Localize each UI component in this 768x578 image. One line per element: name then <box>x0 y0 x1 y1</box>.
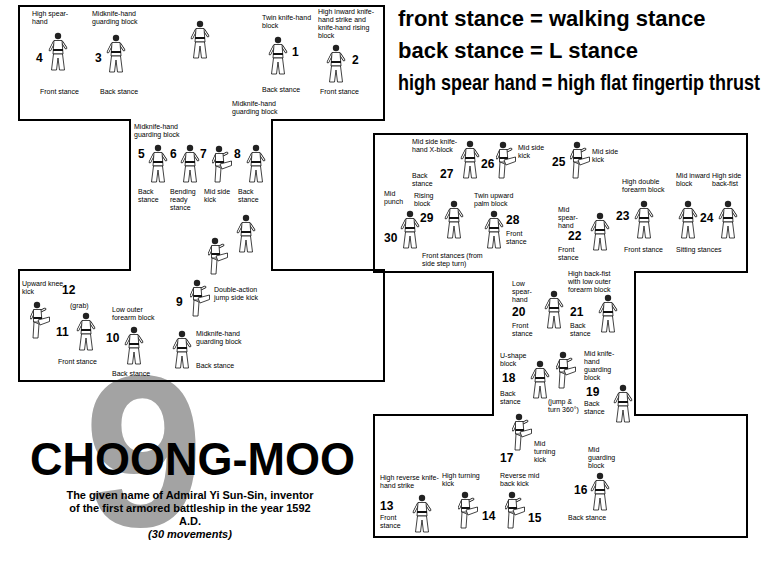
move-label: Low outer forearm block <box>112 306 160 322</box>
move-label: Mid side knife-hand X-block <box>412 138 458 154</box>
move-label: Back stance <box>262 86 307 94</box>
move-label: Mid knife-hand guarding block <box>584 350 628 382</box>
move-number: 1 <box>292 46 299 58</box>
move-label: High turning kick <box>442 472 486 488</box>
move-label: Mid inward block <box>676 172 710 188</box>
move-label: Low spear-hand <box>512 280 542 304</box>
move-label: Back stance <box>138 188 168 204</box>
move-label: Upward knee kick <box>22 280 64 296</box>
move-number: 6 <box>170 148 177 160</box>
move-label: High inward knife-hand strike and knife-… <box>318 8 380 40</box>
move-label: Front stance <box>380 514 410 530</box>
move-label: Back stance <box>100 88 145 96</box>
move-label: Mid side kick <box>518 144 546 160</box>
move-label: Midknife-hand guarding block <box>92 10 147 26</box>
move-label: Back stance <box>570 322 594 338</box>
move-number: 9 <box>176 296 183 308</box>
move-label: Rising block <box>414 192 438 208</box>
pattern-caption: The given name of Admiral Yi Sun-Sin, in… <box>65 489 315 528</box>
move-label: Back stance <box>112 370 157 378</box>
move-label: U-shape block <box>500 352 530 368</box>
move-label: Reverse mid back kick <box>500 472 548 488</box>
glossary-note: back stance = L stance <box>398 38 638 64</box>
move-label: High back-fist with low outer forearm bl… <box>568 270 624 294</box>
pattern-title: CHOONG-MOO <box>30 436 355 482</box>
move-label: Front stance <box>558 246 586 262</box>
move-label: Twin upward palm block <box>474 192 518 208</box>
move-number: 30 <box>384 232 397 244</box>
move-number: 14 <box>482 510 495 522</box>
move-label: Front stance <box>320 88 370 96</box>
move-number: 28 <box>506 214 519 226</box>
move-label: Back stance <box>584 400 612 416</box>
move-number: 5 <box>138 148 145 160</box>
move-number: 29 <box>420 212 433 224</box>
move-label: (grab) <box>70 302 100 310</box>
move-label: (jump & turn 360°) <box>548 398 582 414</box>
move-number: 26 <box>481 158 494 170</box>
move-label: Mid spear-hand <box>558 206 588 230</box>
move-label: Midknife-hand guarding block <box>134 123 190 139</box>
move-label: Back stance <box>238 188 268 204</box>
move-label: Mid turning kick <box>534 440 566 464</box>
move-number: 8 <box>234 148 241 160</box>
move-number: 19 <box>586 386 599 398</box>
move-label: High side back-fist <box>712 172 746 188</box>
move-number: 16 <box>574 484 587 496</box>
movement-count: (30 movements) <box>65 528 315 541</box>
panel-border <box>374 134 747 537</box>
move-label: Back stance <box>196 362 241 370</box>
panel-outline <box>18 5 385 382</box>
move-label: High double forearm block <box>622 178 670 194</box>
move-number: 2 <box>352 54 359 66</box>
move-label: Mid punch <box>384 190 412 206</box>
move-label: Front stances (from side step turn) <box>422 252 490 268</box>
move-label: Front stance <box>40 88 85 96</box>
move-number: 7 <box>200 148 207 160</box>
glossary-note: front stance = walking stance <box>398 6 705 32</box>
move-label: High spear-hand <box>32 10 72 26</box>
move-number: 18 <box>502 372 515 384</box>
move-label: High reverse knife-hand strike <box>380 474 442 490</box>
move-number: 23 <box>616 210 629 222</box>
move-number: 11 <box>56 326 69 338</box>
move-label: Double-action jump side kick <box>214 286 268 302</box>
move-label: Midknife-hand guarding block <box>232 100 280 116</box>
move-number: 13 <box>380 500 393 512</box>
move-number: 17 <box>500 452 513 464</box>
move-number: 3 <box>95 52 102 64</box>
move-label: Back stance <box>412 172 440 188</box>
move-label: Front stance <box>506 230 534 246</box>
pattern-path-panel: Mid side knife-hand X-block27Back stance… <box>373 133 748 538</box>
move-label: Midknife-hand guarding block <box>196 330 251 346</box>
glossary-note: high spear hand = high flat fingertip th… <box>398 70 760 96</box>
move-label: Twin knife-hand block <box>262 14 312 30</box>
panel-border <box>19 6 384 381</box>
move-label: Mid side kick <box>204 188 234 204</box>
move-label: Front stance <box>58 358 103 366</box>
move-number: 27 <box>440 168 453 180</box>
move-label: Bending ready stance <box>170 188 202 212</box>
move-number: 4 <box>36 52 43 64</box>
move-number: 21 <box>570 306 583 318</box>
move-number: 10 <box>106 332 119 344</box>
move-number: 12 <box>62 284 75 296</box>
move-label: Front stance <box>624 246 669 254</box>
move-number: 15 <box>528 512 541 524</box>
move-label: Mid guarding block <box>588 446 628 470</box>
move-label: Mid side kick <box>592 148 622 164</box>
pattern-path-panel: Twin knife-hand block 1Back stance High in… <box>18 5 385 382</box>
move-label: Front stance <box>512 322 540 338</box>
move-number: 25 <box>552 156 565 168</box>
move-label: Sitting stances <box>676 246 736 254</box>
move-label: Back stance <box>500 390 528 406</box>
move-label: Back stance <box>568 514 613 522</box>
move-number: 20 <box>512 306 525 318</box>
move-number: 24 <box>700 212 713 224</box>
move-number: 22 <box>568 230 581 242</box>
